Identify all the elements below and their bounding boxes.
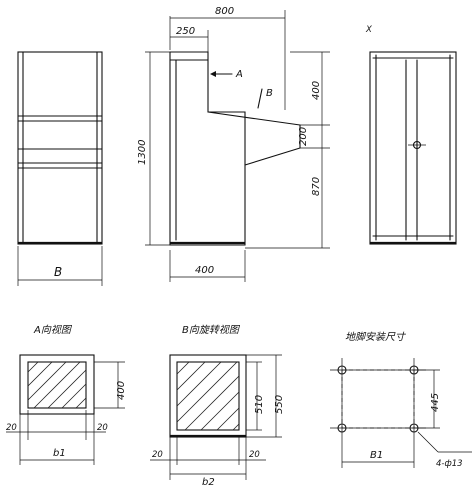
a-dim-20-left: 20: [6, 423, 17, 433]
arrow-label-B: B: [266, 88, 273, 99]
dim-B: B: [54, 265, 62, 279]
view-b: B向旋转视图 510 550 20 20 b2: [150, 324, 285, 488]
bolt-hole: [337, 423, 347, 433]
bolt-hole: [337, 365, 347, 375]
a-dim-400: 400: [116, 381, 127, 400]
arrow-label-A: A: [235, 69, 243, 80]
b-dim-20-right: 20: [249, 450, 260, 460]
foundation-holes: 4-ф13: [436, 459, 463, 469]
corner-mark: X: [365, 25, 372, 35]
foundation-title: 地脚安装尺寸: [345, 331, 407, 343]
foundation-dim-B1: B1: [370, 450, 383, 461]
dim-870: 870: [311, 177, 322, 196]
view-a-title: A向视图: [33, 324, 73, 336]
dim-400-right: 400: [311, 81, 322, 100]
dim-200: 200: [298, 127, 309, 146]
b-dim-510: 510: [254, 395, 265, 414]
dim-400-bottom: 400: [195, 265, 214, 276]
view-b-title: B向旋转视图: [182, 324, 241, 336]
dim-250: 250: [176, 26, 195, 37]
a-dim-b1: b1: [53, 448, 66, 459]
b-dim-550: 550: [274, 395, 285, 414]
foundation-layout: 地脚安装尺寸 445 B1 4-ф13: [330, 331, 472, 469]
b-dim-20-left: 20: [152, 450, 163, 460]
dim-800: 800: [215, 6, 234, 17]
hatch-a: [27, 361, 87, 409]
rear-view: X: [365, 25, 457, 245]
a-dim-20-right: 20: [97, 423, 108, 433]
front-view: B: [17, 51, 103, 286]
side-view: 800 250 400 200 870 1300 400 A B: [137, 6, 330, 282]
dim-1300: 1300: [137, 140, 148, 165]
view-a: A向视图 400 20 20 b1: [6, 324, 127, 465]
foundation-dim-445: 445: [430, 393, 441, 412]
hatch-b: [176, 361, 240, 431]
b-dim-b2: b2: [202, 477, 215, 488]
